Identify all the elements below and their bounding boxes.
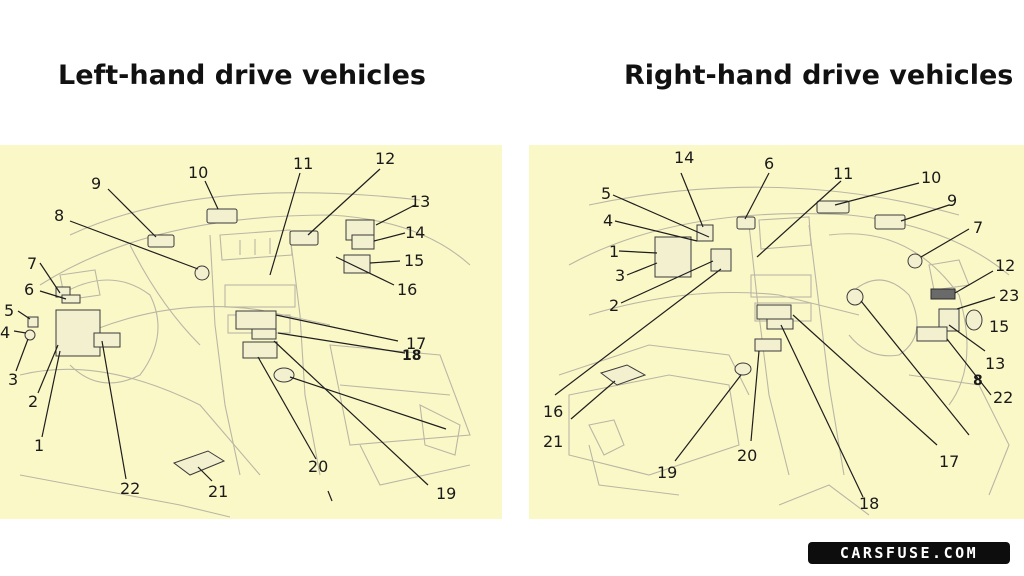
brand-badge: CARSFUSE.COM [808,542,1010,564]
left-callout-14: 14 [405,223,425,242]
left-callout-20: 20 [308,457,328,476]
right-callout-2: 2 [609,296,619,315]
right-dashboard-diagram: 14 6 11 10 9 7 5 4 1 3 2 12 23 15 13 8 2… [529,145,1024,519]
left-callout-16: 16 [397,280,417,299]
right-callout-18: 18 [859,494,879,513]
right-callout-5: 5 [601,184,611,203]
right-callout-3: 3 [615,266,625,285]
left-part-19 [273,367,295,383]
right-callout-16: 16 [543,402,563,421]
right-callout-13: 13 [985,354,1005,373]
left-part-3 [24,329,36,341]
right-part-6 [736,216,756,230]
right-part-12 [930,288,956,300]
left-part-18 [251,328,277,340]
right-part-19 [734,362,752,376]
right-part-22 [916,326,948,342]
right-callout-7: 7 [973,218,983,237]
right-part-15 [965,309,983,331]
left-part-14 [351,234,375,250]
right-callout-19: 19 [657,463,677,482]
right-callout-17: 17 [939,452,959,471]
left-callout-11: 11 [293,154,313,173]
left-part-22 [93,332,121,348]
right-callout-1: 1 [609,242,619,261]
right-part-17 [756,304,792,320]
left-part-8 [194,265,210,281]
right-part-1-junction-block [654,236,692,278]
right-callout-14: 14 [674,148,694,167]
right-leader-lines [554,172,996,498]
right-part-18 [766,318,794,330]
right-callout-11: 11 [833,164,853,183]
right-callout-22: 22 [993,388,1013,407]
left-callout-22: 22 [120,479,140,498]
right-part-23 [938,308,960,332]
right-callout-23: 23 [999,286,1019,305]
left-dashboard-diagram: 9 10 11 12 13 14 15 16 8 7 6 5 4 3 2 1 1… [0,145,502,519]
left-part-21 [172,450,226,476]
heading-right-hand-drive: Right-hand drive vehicles [624,60,1014,91]
left-callout-18: 18 [402,348,421,364]
left-components [24,208,375,476]
left-callout-12: 12 [375,149,395,168]
right-part-2 [710,248,732,272]
right-callout-10: 10 [921,168,941,187]
left-part-20 [242,341,278,359]
left-part-15 [343,254,371,274]
heading-left-hand-drive: Left-hand drive vehicles [58,60,427,91]
right-callout-8: 8 [973,373,983,389]
left-part-1-junction-block [55,309,101,357]
left-part-10 [206,208,238,224]
right-callout-6: 6 [764,154,774,173]
right-part-21 [599,364,647,386]
right-part-16-sensor [846,288,864,306]
right-callout-4: 4 [603,211,613,230]
left-callout-5: 5 [4,301,14,320]
brand-text: CARSFUSE.COM [839,544,979,562]
left-part-5 [27,316,39,328]
left-callouts: 9 10 11 12 13 14 15 16 8 7 6 5 4 3 2 1 1… [0,149,456,503]
left-callout-19: 19 [436,484,456,503]
left-callout-21: 21 [208,482,228,501]
diagram-panel-left: 9 10 11 12 13 14 15 16 8 7 6 5 4 3 2 1 1… [0,145,502,519]
right-callout-20: 20 [737,446,757,465]
right-callout-15: 15 [989,317,1009,336]
left-callout-10: 10 [188,163,208,182]
left-callout-8: 8 [54,206,64,225]
left-callout-13: 13 [410,192,430,211]
left-callout-7: 7 [27,254,37,273]
left-callout-1: 1 [34,436,44,455]
diagram-panel-right: 14 6 11 10 9 7 5 4 1 3 2 12 23 15 13 8 2… [529,145,1024,519]
left-callout-17: 17 [406,334,426,353]
left-callout-15: 15 [404,251,424,270]
right-callout-9: 9 [947,191,957,210]
left-leader-lines [13,168,447,502]
right-part-7 [907,253,923,269]
left-callout-4: 4 [0,323,10,342]
left-part-12 [289,230,319,246]
right-part-20 [754,338,782,352]
right-callouts: 14 6 11 10 9 7 5 4 1 3 2 12 23 15 13 8 2… [543,148,1019,513]
right-part-9 [874,214,906,230]
left-part-17 [235,310,277,330]
left-part-9 [147,234,175,248]
left-part-6 [61,294,81,304]
left-callout-9: 9 [91,174,101,193]
left-callout-3: 3 [8,370,18,389]
left-callout-2: 2 [28,392,38,411]
left-callout-6: 6 [24,280,34,299]
right-callout-21: 21 [543,432,563,451]
right-callout-12: 12 [995,256,1015,275]
